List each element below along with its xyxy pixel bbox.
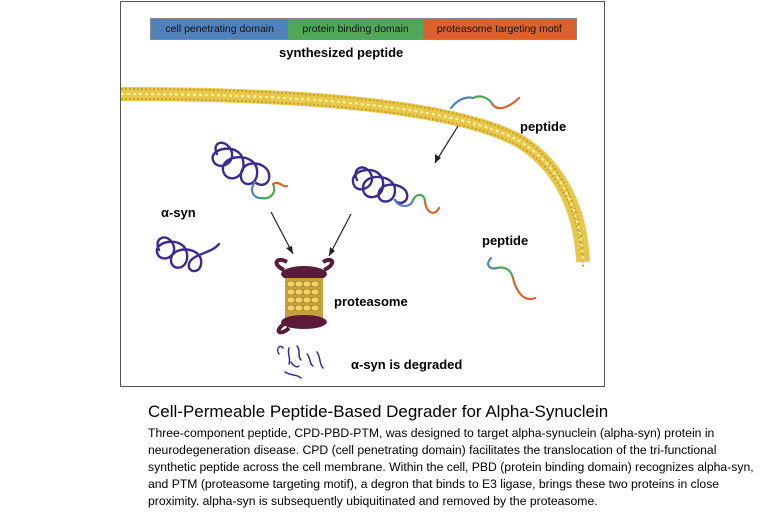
domain-cpd-label: cell penetrating domain bbox=[165, 23, 274, 35]
peptide-label-top: peptide bbox=[520, 119, 567, 134]
figure-panel: cell penetrating domain protein binding … bbox=[120, 1, 605, 387]
caption-title: Cell-Permeable Peptide-Based Degrader fo… bbox=[148, 402, 609, 421]
alpha-syn-free bbox=[155, 236, 221, 273]
peptide-label-inside: peptide bbox=[482, 233, 529, 248]
peptide-domain-bar: cell penetrating domain protein binding … bbox=[150, 18, 577, 40]
domain-ptm: proteasome targeting motif bbox=[422, 19, 577, 39]
peptide-inside bbox=[487, 256, 537, 301]
caption-body: Three-component peptide, CPD-PBD-PTM, wa… bbox=[148, 426, 754, 508]
domain-pbd: protein binding domain bbox=[288, 19, 423, 39]
domain-cpd: cell penetrating domain bbox=[151, 19, 289, 39]
alpha-syn-complex-right bbox=[351, 166, 441, 214]
caption: Cell-Permeable Peptide-Based Degrader fo… bbox=[148, 402, 758, 510]
arrows-to-proteasome bbox=[270, 211, 352, 257]
figure-drawing bbox=[121, 87, 590, 379]
degraded-fragments bbox=[276, 345, 324, 379]
proteasome-icon bbox=[274, 257, 335, 335]
alpha-syn-label: α-syn bbox=[161, 205, 196, 220]
peptide-outside bbox=[449, 95, 521, 110]
degraded-label: α-syn is degraded bbox=[351, 357, 463, 372]
entry-arrow bbox=[434, 125, 459, 164]
cell-membrane bbox=[121, 87, 590, 268]
alpha-syn-complex-left bbox=[211, 141, 289, 200]
proteasome-label: proteasome bbox=[334, 294, 408, 309]
domain-ptm-label: proteasome targeting motif bbox=[436, 23, 562, 35]
synthesized-peptide-label: synthesized peptide bbox=[279, 45, 404, 60]
domain-pbd-label: protein binding domain bbox=[302, 23, 409, 35]
